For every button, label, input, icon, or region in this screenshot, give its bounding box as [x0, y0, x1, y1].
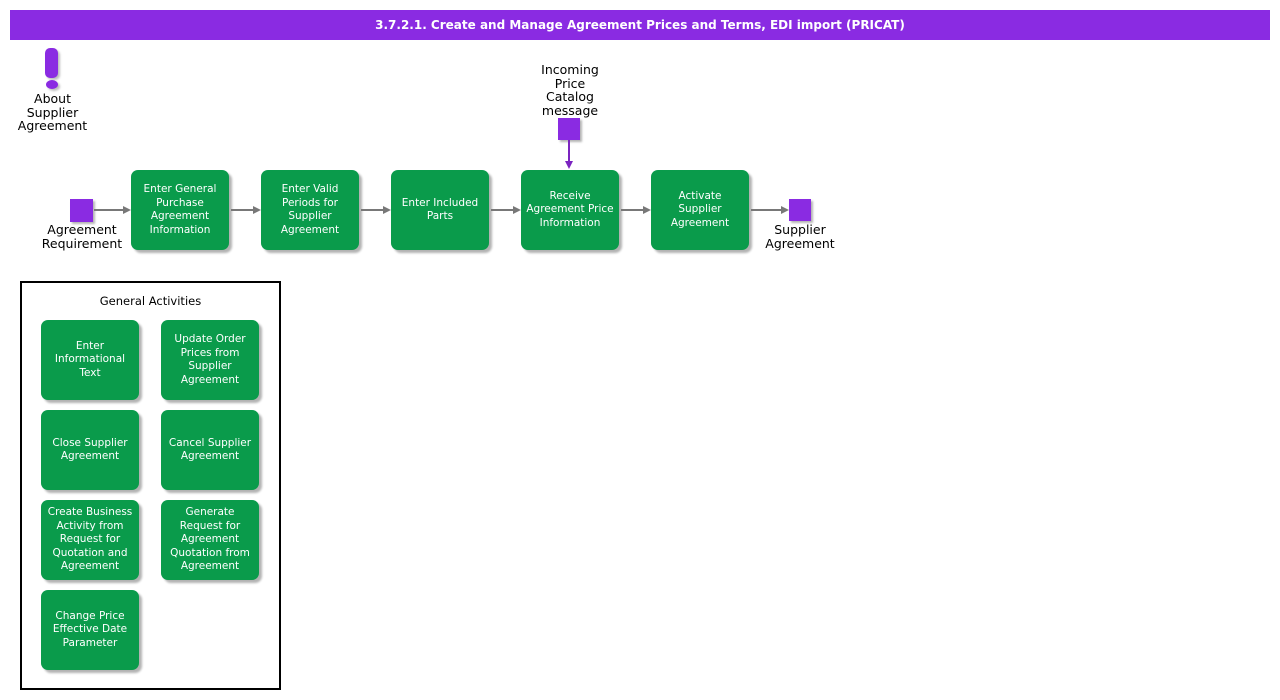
- arrowhead-down-icon: [565, 161, 573, 169]
- ga-task-update-order-prices-from-supplier-agreement[interactable]: Update Order Prices from Supplier Agreem…: [161, 320, 259, 400]
- ga-task-change-price-effective-date-parameter[interactable]: Change Price Effective Date Parameter: [41, 590, 139, 670]
- ga-task-generate-request-for-agreement-quotation[interactable]: Generate Request for Agreement Quotation…: [161, 500, 259, 580]
- exclamation-dot: [46, 80, 58, 89]
- diagram-title: 3.7.2.1. Create and Manage Agreement Pri…: [375, 18, 905, 32]
- general-activities-title: General Activities: [99, 294, 202, 308]
- arrowhead-right-icon: [123, 206, 131, 214]
- arrowhead-right-icon: [643, 206, 651, 214]
- arrowhead-right-icon: [513, 206, 521, 214]
- arrow-message-to-receive: [565, 140, 573, 169]
- end-event-label: Supplier Agreement: [765, 222, 835, 251]
- task-activate-supplier-agreement[interactable]: Activate Supplier Agreement: [651, 170, 749, 250]
- arrow-task1-to-task2: [231, 206, 261, 214]
- task-enter-general-purchase-agreement-information[interactable]: Enter General Purchase Agreement Informa…: [131, 170, 229, 250]
- arrow-task4-to-task5: [621, 206, 651, 214]
- about-supplier-agreement-label: About Supplier Agreement: [17, 91, 88, 133]
- ga-task-cancel-supplier-agreement[interactable]: Cancel Supplier Agreement: [161, 410, 259, 490]
- arrow-start-to-task1: [94, 206, 131, 214]
- task-enter-valid-periods-for-supplier-agreement[interactable]: Enter Valid Periods for Supplier Agreeme…: [261, 170, 359, 250]
- arrowhead-right-icon: [253, 206, 261, 214]
- incoming-message-label: Incoming Price Catalog message: [541, 62, 599, 118]
- arrow-task2-to-task3: [361, 206, 391, 214]
- ga-task-close-supplier-agreement[interactable]: Close Supplier Agreement: [41, 410, 139, 490]
- arrowhead-right-icon: [781, 206, 789, 214]
- ga-task-create-business-activity-from-rfq-and-agreement[interactable]: Create Business Activity from Request fo…: [41, 500, 139, 580]
- arrow-task3-to-task4: [491, 206, 521, 214]
- diagram-title-bar: 3.7.2.1. Create and Manage Agreement Pri…: [10, 10, 1270, 40]
- exclamation-bar: [45, 48, 58, 78]
- arrowhead-right-icon: [383, 206, 391, 214]
- end-event-square: [789, 199, 811, 221]
- start-event-square: [70, 199, 93, 222]
- task-enter-included-parts[interactable]: Enter Included Parts: [391, 170, 489, 250]
- task-receive-agreement-price-information[interactable]: Receive Agreement Price Information: [521, 170, 619, 250]
- start-event-label: Agreement Requirement: [41, 222, 123, 251]
- ga-task-enter-informational-text[interactable]: Enter Informational Text: [41, 320, 139, 400]
- exclamation-icon[interactable]: [45, 48, 61, 90]
- incoming-message-event-square: [558, 118, 580, 140]
- arrow-task5-to-end: [751, 206, 789, 214]
